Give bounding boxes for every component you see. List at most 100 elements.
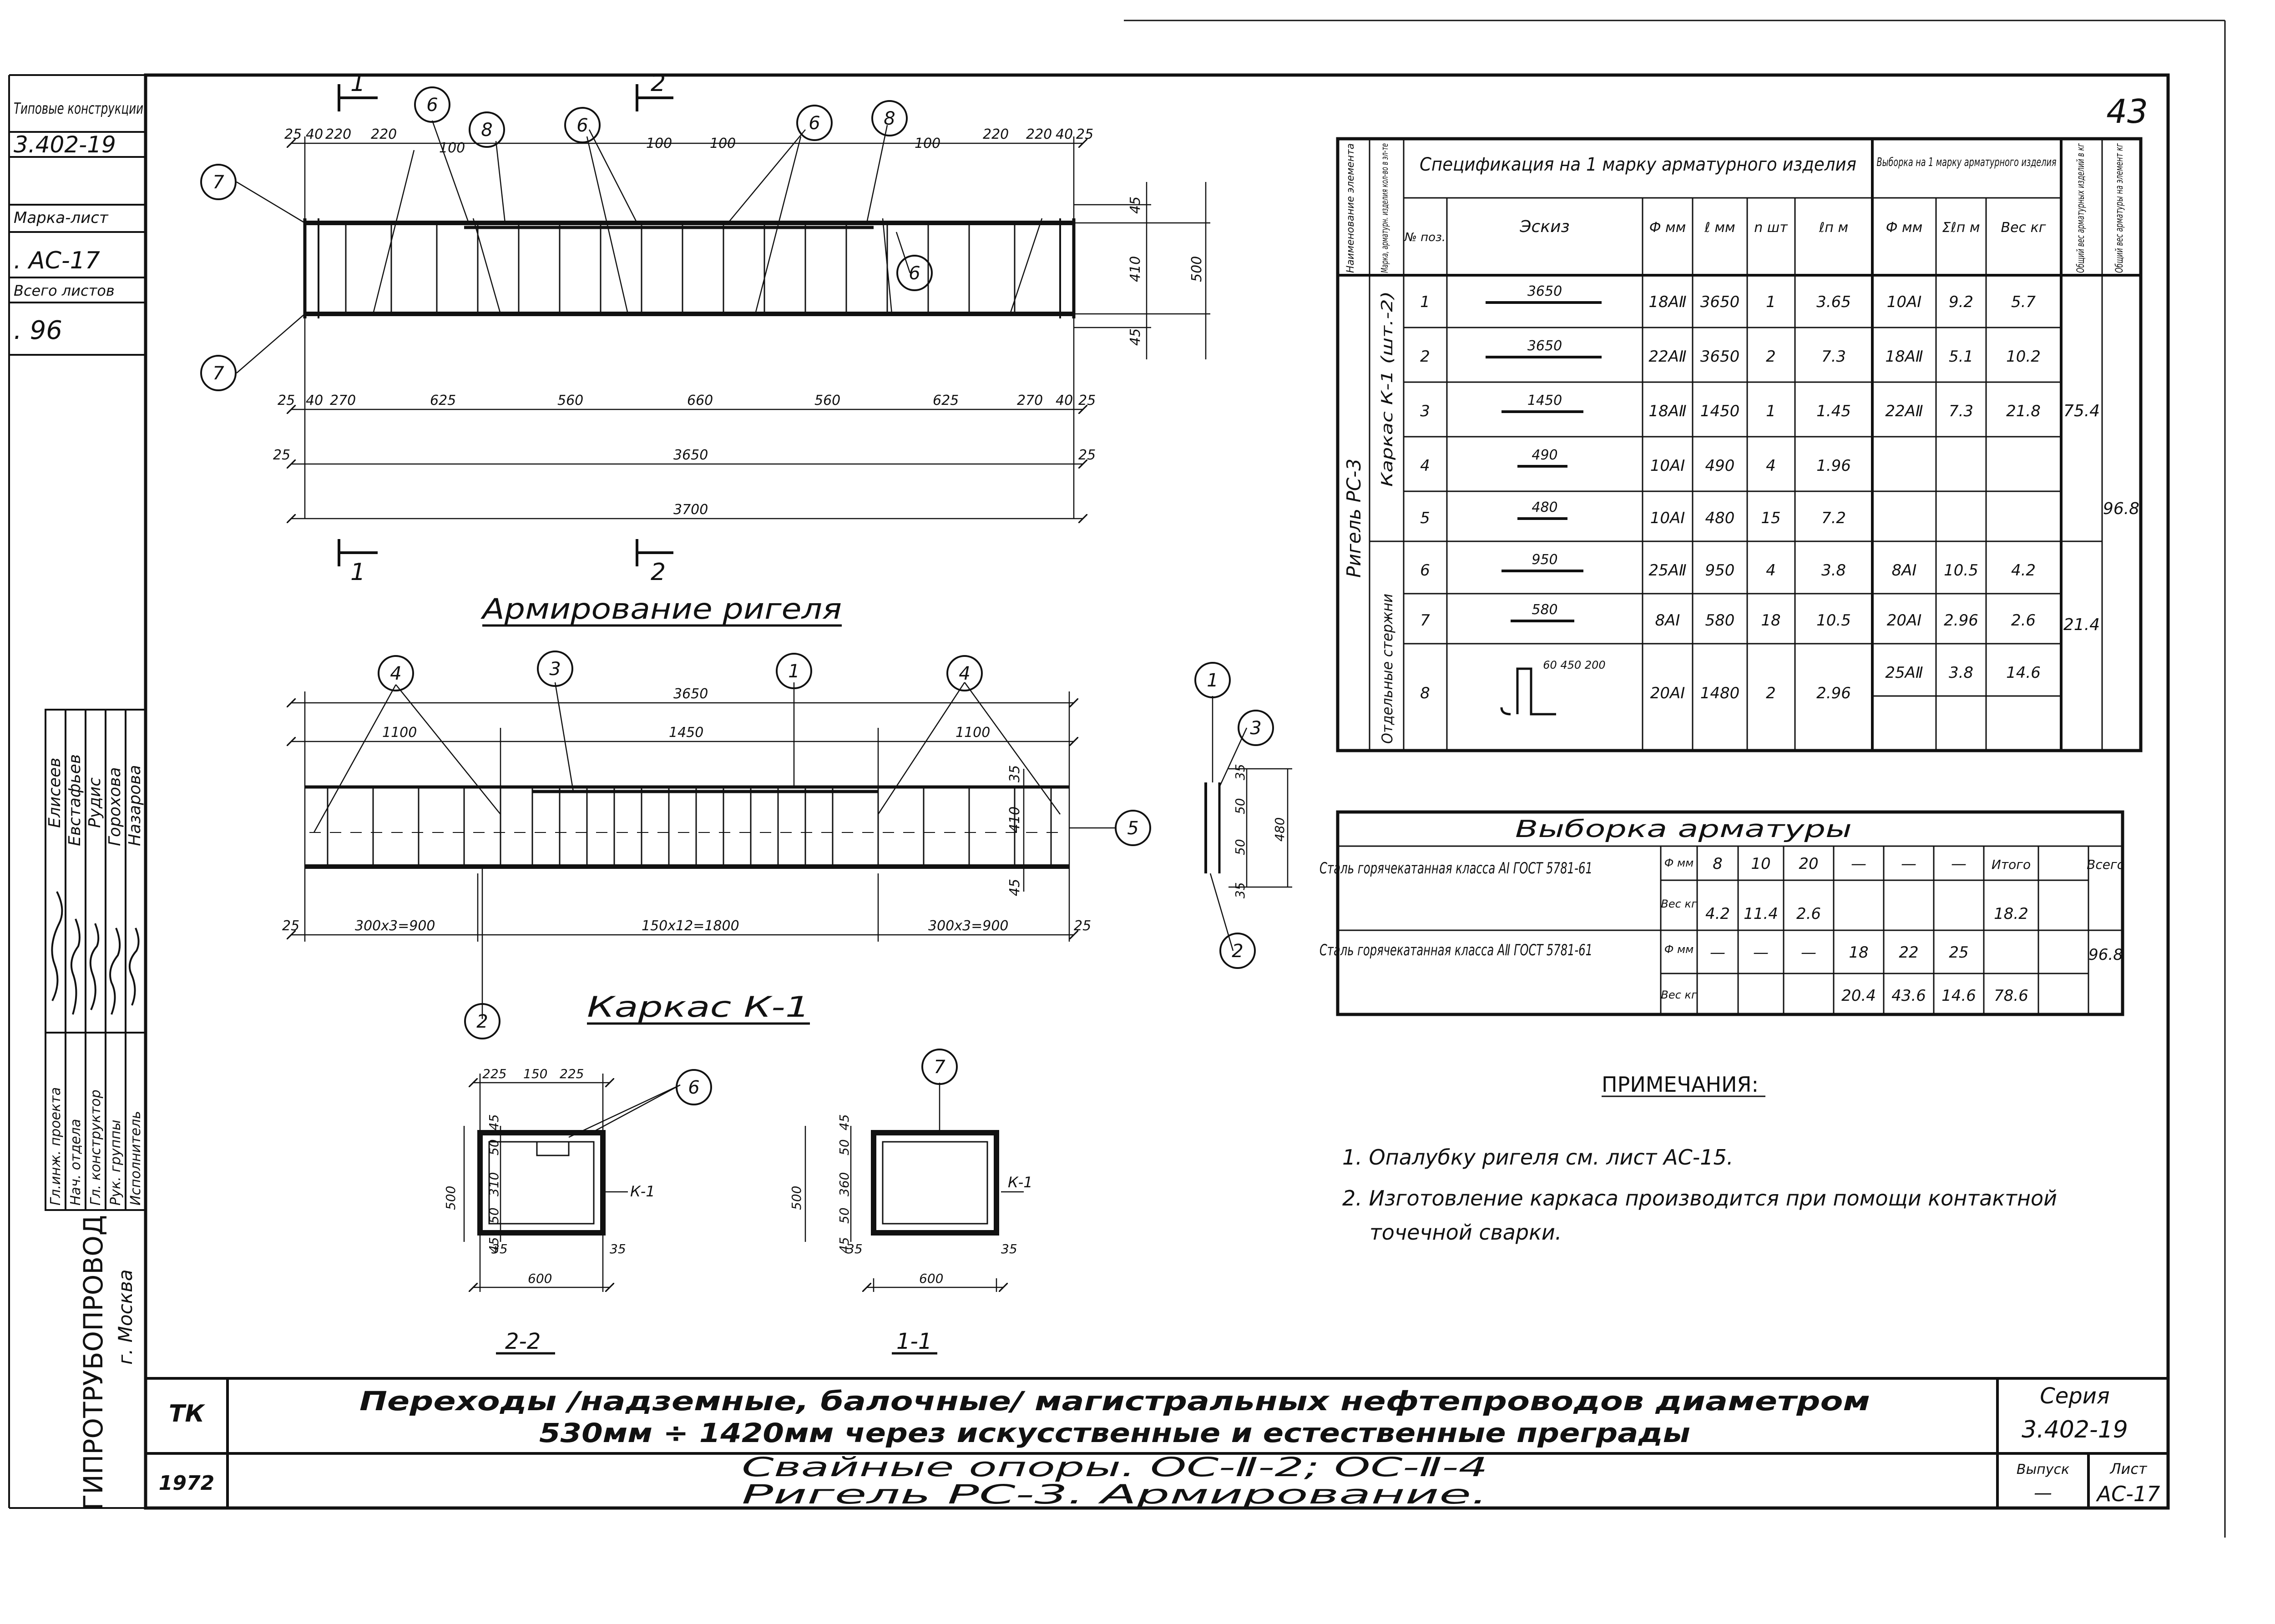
main-bot-dim-3: 270 xyxy=(330,393,356,409)
s11-callout-7: 7 xyxy=(934,1057,945,1078)
s11-dim-7: 35 xyxy=(846,1241,863,1256)
note-2-cont: точечной сварки. xyxy=(1370,1220,1562,1245)
tb-tk: ТК xyxy=(169,1400,205,1427)
role-1: Гл.инж. проекта xyxy=(48,1087,64,1205)
spec-l: 950 xyxy=(1705,561,1735,580)
spec-total-cage: 75.4 xyxy=(2063,402,2100,420)
tb-series-label: Серия xyxy=(2040,1383,2110,1409)
cage-dims: 3650 1100 1450 1100 300х3=900 150х12=180… xyxy=(282,686,1091,934)
stamp-label-type: Типовые конструкции xyxy=(14,100,143,118)
sel-sum: 5.1 xyxy=(1949,348,1973,366)
spec-h-total2: Общий вес арматуры на элемент кг xyxy=(2114,143,2125,273)
name-1: Елисеев xyxy=(46,758,64,828)
main-top-dim-8: 100 xyxy=(915,136,940,151)
s22-dim-12: 600 xyxy=(528,1271,552,1286)
role-5: Исполнитель xyxy=(128,1111,144,1205)
spec-lp: 1.96 xyxy=(1816,457,1851,475)
s22-dim-7: 50 xyxy=(486,1207,501,1224)
summary-itogo2: 78.6 xyxy=(1994,987,2028,1005)
s11-dim-2: 50 xyxy=(837,1139,852,1155)
spec-l: 3650 xyxy=(1700,293,1740,311)
spec-l: 580 xyxy=(1705,611,1735,630)
summary-table-lines xyxy=(1336,810,2124,1097)
spec-table-lines xyxy=(1336,137,2143,752)
callout-6a: 6 xyxy=(426,95,438,116)
summary-dcol-5: — xyxy=(1901,855,1916,873)
main-h-dim-1: 45 xyxy=(1127,197,1143,214)
sel-w: 10.2 xyxy=(2006,348,2041,366)
main-overall-dim-2: 3650 xyxy=(673,447,708,463)
main-top-dim-2: 40 xyxy=(306,126,323,142)
selection-row: 20АI 2.96 2.6 xyxy=(1887,611,2036,630)
summary-row2-label: Сталь горячекатанная класса АⅡ ГОСТ 5781… xyxy=(1320,941,1592,959)
cage-dim-edge-left: 25 xyxy=(282,918,299,934)
s11-dim-1: 45 xyxy=(837,1114,852,1130)
cage-dim-step-right: 300х3=900 xyxy=(928,918,1009,934)
tb-line3: Свайные опоры. ОС-Ⅱ-2; ОС-Ⅱ-4 xyxy=(742,1452,1488,1483)
s22-dim-6: 310 xyxy=(486,1172,501,1196)
signature-names: Елисеев Евстафьев Рудис Горохова Назаров… xyxy=(46,754,144,846)
sel-w: 14.6 xyxy=(2006,664,2041,682)
s22-dim-5: 50 xyxy=(486,1139,501,1155)
sel-sum: 2.96 xyxy=(1944,611,1978,630)
s22-dim-10: 35 xyxy=(491,1241,508,1256)
spec-l: 480 xyxy=(1705,509,1735,527)
spec-n: 1 xyxy=(1766,402,1776,420)
main-bot-dim-8: 625 xyxy=(933,393,959,409)
s22-dim-8: 45 xyxy=(486,1237,501,1253)
spec-row: 5 480 10АI 480 15 7.2 xyxy=(1420,499,1846,527)
side-dim-3: 50 xyxy=(1233,839,1248,855)
stamp-mark: . АС-17 xyxy=(14,247,100,274)
summary-cells: 8 10 20 — — — Итого Всего 4.2 11.4 2.6 1… xyxy=(1705,855,2125,1005)
spec-sketch: 490 xyxy=(1532,447,1557,463)
sections-drawing xyxy=(463,1049,1024,1355)
section-mark-2-top: 2 xyxy=(651,70,666,97)
spec-pos: 5 xyxy=(1420,509,1430,527)
tb-sheet-value: АС-17 xyxy=(2096,1482,2160,1506)
spec-sketch: 950 xyxy=(1532,552,1557,568)
sel-col-sum: Σℓп м xyxy=(1942,220,1980,236)
main-top-dim-7: 100 xyxy=(710,136,736,151)
cage-dim-right: 1100 xyxy=(956,725,990,741)
spec-d: 25АⅡ xyxy=(1648,561,1686,580)
role-4: Рук. группы xyxy=(108,1120,124,1205)
main-top-dim-11: 40 xyxy=(1056,126,1073,142)
main-overall-dim-3: 25 xyxy=(1078,447,1096,463)
sel-w: 2.6 xyxy=(2011,611,2036,630)
spec-h-total1: Общий вес арматурных изделий в кг xyxy=(2075,143,2087,273)
sel-sum: 3.8 xyxy=(1949,664,1973,682)
spec-sketch: 580 xyxy=(1532,602,1557,618)
title-block-lines xyxy=(146,1377,2168,1508)
spec-d: 22АⅡ xyxy=(1648,348,1686,366)
main-top-dim-9: 220 xyxy=(983,126,1009,142)
cage-view-drawing xyxy=(291,651,1292,1039)
sheet-frame xyxy=(8,20,2226,1538)
summary-dcol-1: 8 xyxy=(1713,855,1723,873)
selection-row: 22АⅡ 7.3 21.8 xyxy=(1885,402,2040,420)
spec-pos: 6 xyxy=(1420,561,1430,580)
summary-sub-d1: Ф мм xyxy=(1664,857,1694,869)
spec-row: 7 580 8АI 580 18 10.5 xyxy=(1420,602,1851,630)
sel-w: 4.2 xyxy=(2011,561,2036,580)
spec-row: 1 3650 18АⅡ 3650 1 3.65 xyxy=(1420,283,1851,311)
summary-d2-5: 22 xyxy=(1899,943,1918,962)
main-top-dim-12: 25 xyxy=(1076,126,1093,142)
main-bot-dim-10: 40 xyxy=(1056,393,1073,409)
signature-scribbles xyxy=(51,891,140,1015)
spec-row: 6 950 25АⅡ 950 4 3.8 xyxy=(1420,552,1846,580)
main-overall-dim-1: 25 xyxy=(273,447,290,463)
section-11-label: 1-1 xyxy=(896,1329,932,1354)
s11-cage-label: К-1 xyxy=(1008,1174,1033,1191)
summary-sub-d2: Ф мм xyxy=(1664,943,1694,956)
s11-dim-6: 500 xyxy=(789,1186,804,1210)
cage-dim-step-mid: 150х12=1800 xyxy=(642,918,739,934)
tb-sheet-label: Лист xyxy=(2109,1460,2147,1478)
cage-dim-total: 3650 xyxy=(673,686,708,702)
main-view-title: Армирование ригеля xyxy=(480,592,842,625)
spec-h-name: Наименование элемента xyxy=(1345,143,1356,273)
name-3: Рудис xyxy=(86,777,104,828)
stamp-label-mark: Марка-лист xyxy=(14,209,109,227)
summary-h-itogo: Итого xyxy=(1992,857,2031,872)
summary-dcol-6: — xyxy=(1951,855,1967,873)
